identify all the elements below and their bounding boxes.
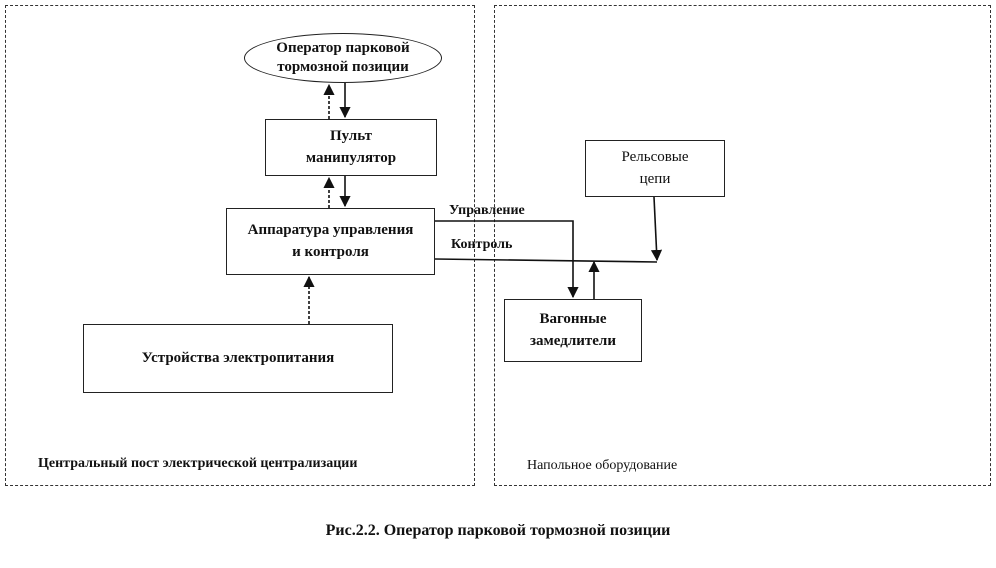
arrow-control-to-retarders (435, 220, 579, 299)
control-equipment-line-1: Аппаратура управления (247, 221, 414, 238)
field-equipment-label: Напольное оборудование (527, 458, 678, 473)
central-post-label: Центральный пост электрической централиз… (38, 456, 358, 471)
control-equipment-line-2: и контроля (292, 243, 369, 260)
power-supply-node: Устройства электропитания (83, 324, 393, 393)
operator-line-2: тормозной позиции (277, 59, 409, 75)
retarders-line-2: замедлители (530, 332, 616, 349)
control-equipment-node: Аппаратура управления и контроля (226, 208, 435, 275)
retarders-line-1: Вагонные (539, 310, 607, 327)
track-circuits-line-1: Рельсовые (621, 148, 689, 165)
arrow-track-to-bus (650, 196, 663, 262)
power-supply-line-1: Устройства электропитания (141, 349, 335, 366)
retarders-node: Вагонные замедлители (504, 299, 642, 362)
control-edge-label: Управление (449, 203, 525, 218)
track-circuits-line-2: цепи (639, 170, 671, 187)
operator-node: Оператор парковой тормозной позиции (244, 33, 442, 83)
console-line-1: Пульт (330, 127, 372, 144)
track-circuits-node: Рельсовые цепи (585, 140, 725, 197)
console-node: Пульт манипулятор (265, 119, 437, 176)
operator-line-1: Оператор парковой (276, 39, 410, 56)
field-equipment-region (494, 5, 991, 486)
figure-caption: Рис.2.2. Оператор парковой тормозной поз… (325, 522, 671, 539)
monitoring-edge-label: Контроль (451, 237, 513, 252)
central-post-region (5, 5, 475, 486)
console-line-2: манипулятор (305, 149, 397, 166)
line-monitoring-bus (434, 258, 658, 263)
